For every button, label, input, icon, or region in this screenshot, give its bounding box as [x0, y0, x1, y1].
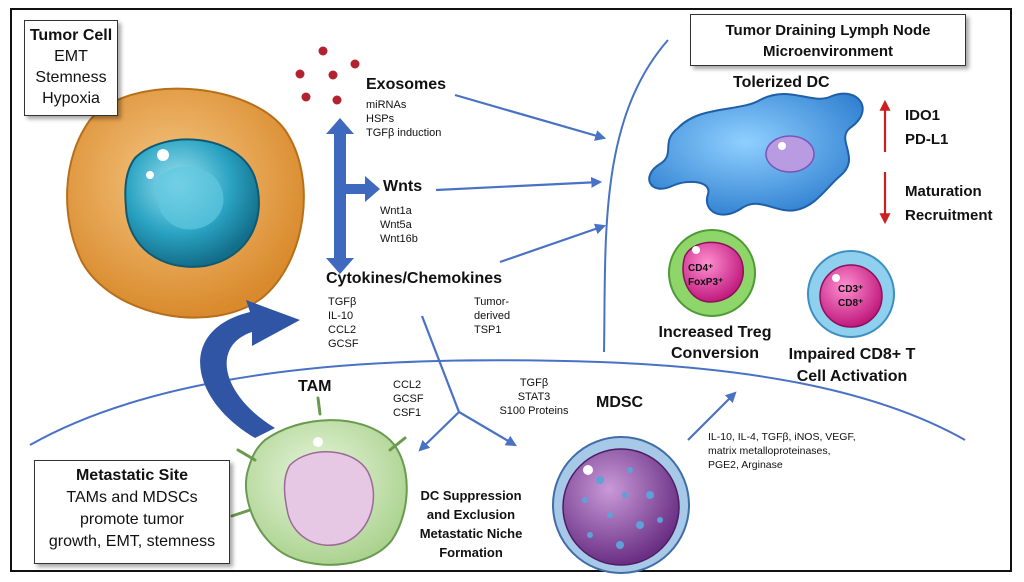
treg-label: Increased Treg Conversion [658, 324, 772, 362]
tumor-cell-illustration [66, 87, 305, 319]
metastatic-site-description: TAMs and MDSCs promote tumor growth, EMT… [48, 489, 216, 550]
branch-to-tam-arrow [418, 411, 460, 452]
cytokine-to-dc-arrow [499, 223, 607, 264]
wnt-list: Wnt1a Wnt5a Wnt16b [380, 205, 418, 245]
lymph-node-boundary [603, 39, 669, 353]
tam-feedback-arrow [200, 300, 300, 438]
cytokine-list: TGFβ IL-10 CCL2 GCSF [328, 296, 359, 350]
dc-upregulated-list: IDO1 PD-L1 [905, 107, 949, 148]
cd8-label: Impaired CD8+ T Cell Activation [788, 346, 916, 385]
tsp1-list: Tumor- derived TSP1 [474, 296, 511, 336]
exosome-to-dc-arrow [454, 93, 607, 141]
tam-label: TAM [298, 378, 332, 395]
tam-factor-list: CCL2 GCSF CSF1 [393, 379, 424, 419]
metastatic-site-title: Metastatic Site [75, 467, 189, 484]
lymph-node-title-line2: Microenvironment [762, 43, 894, 60]
exosomes-label: Exosomes [366, 76, 447, 93]
mdsc-illustration [552, 436, 690, 574]
mdsc-factor-list: TGFβ STAT3 S100 Proteins [499, 377, 569, 417]
tam-illustration [230, 396, 408, 566]
cytokines-label: Cytokines/Chemokines [326, 270, 503, 287]
metastatic-site-boundary [29, 359, 966, 446]
treg-cell-illustration [668, 229, 756, 317]
cytokine-branch-line [420, 315, 461, 413]
secretion-arrows [326, 118, 380, 274]
dc-downregulated-list: Maturation Recruitment [905, 183, 993, 224]
dc-suppression-text: DC Suppression and Exclusion Metastatic … [419, 488, 523, 560]
tolerized-dc-label: Tolerized DC [733, 74, 830, 91]
metastatic-site-box: Metastatic Site TAMs and MDSCs promote t… [34, 460, 230, 564]
lymph-node-box: Tumor Draining Lymph Node Microenvironme… [690, 14, 966, 66]
tumor-cell-properties: EMT Stemness Hypoxia [35, 48, 107, 107]
wnt-to-dc-arrow [435, 176, 603, 192]
branch-to-mdsc-arrow [458, 411, 517, 447]
cd8-markers: CD3⁺ CD8⁺ [838, 284, 864, 309]
cd8-cell-illustration [807, 250, 895, 338]
lymph-node-title-line1: Tumor Draining Lymph Node [725, 22, 931, 39]
mdsc-output-arrow [687, 391, 737, 441]
exosome-cargo-list: miRNAs HSPs TGFβ induction [366, 99, 442, 139]
tolerized-dc-illustration [648, 92, 864, 216]
mdsc-output-list: IL-10, IL-4, TGFβ, iNOS, VEGF, matrix me… [708, 431, 856, 471]
wnts-label: Wnts [383, 178, 423, 195]
treg-markers: CD4⁺ FoxP3⁺ [688, 263, 724, 288]
tumor-cell-title: Tumor Cell [29, 27, 113, 44]
figure-frame [10, 8, 1012, 572]
exosome-vesicles [295, 46, 360, 105]
tumor-cell-box: Tumor Cell EMT Stemness Hypoxia [24, 20, 118, 116]
mdsc-label: MDSC [596, 394, 644, 411]
